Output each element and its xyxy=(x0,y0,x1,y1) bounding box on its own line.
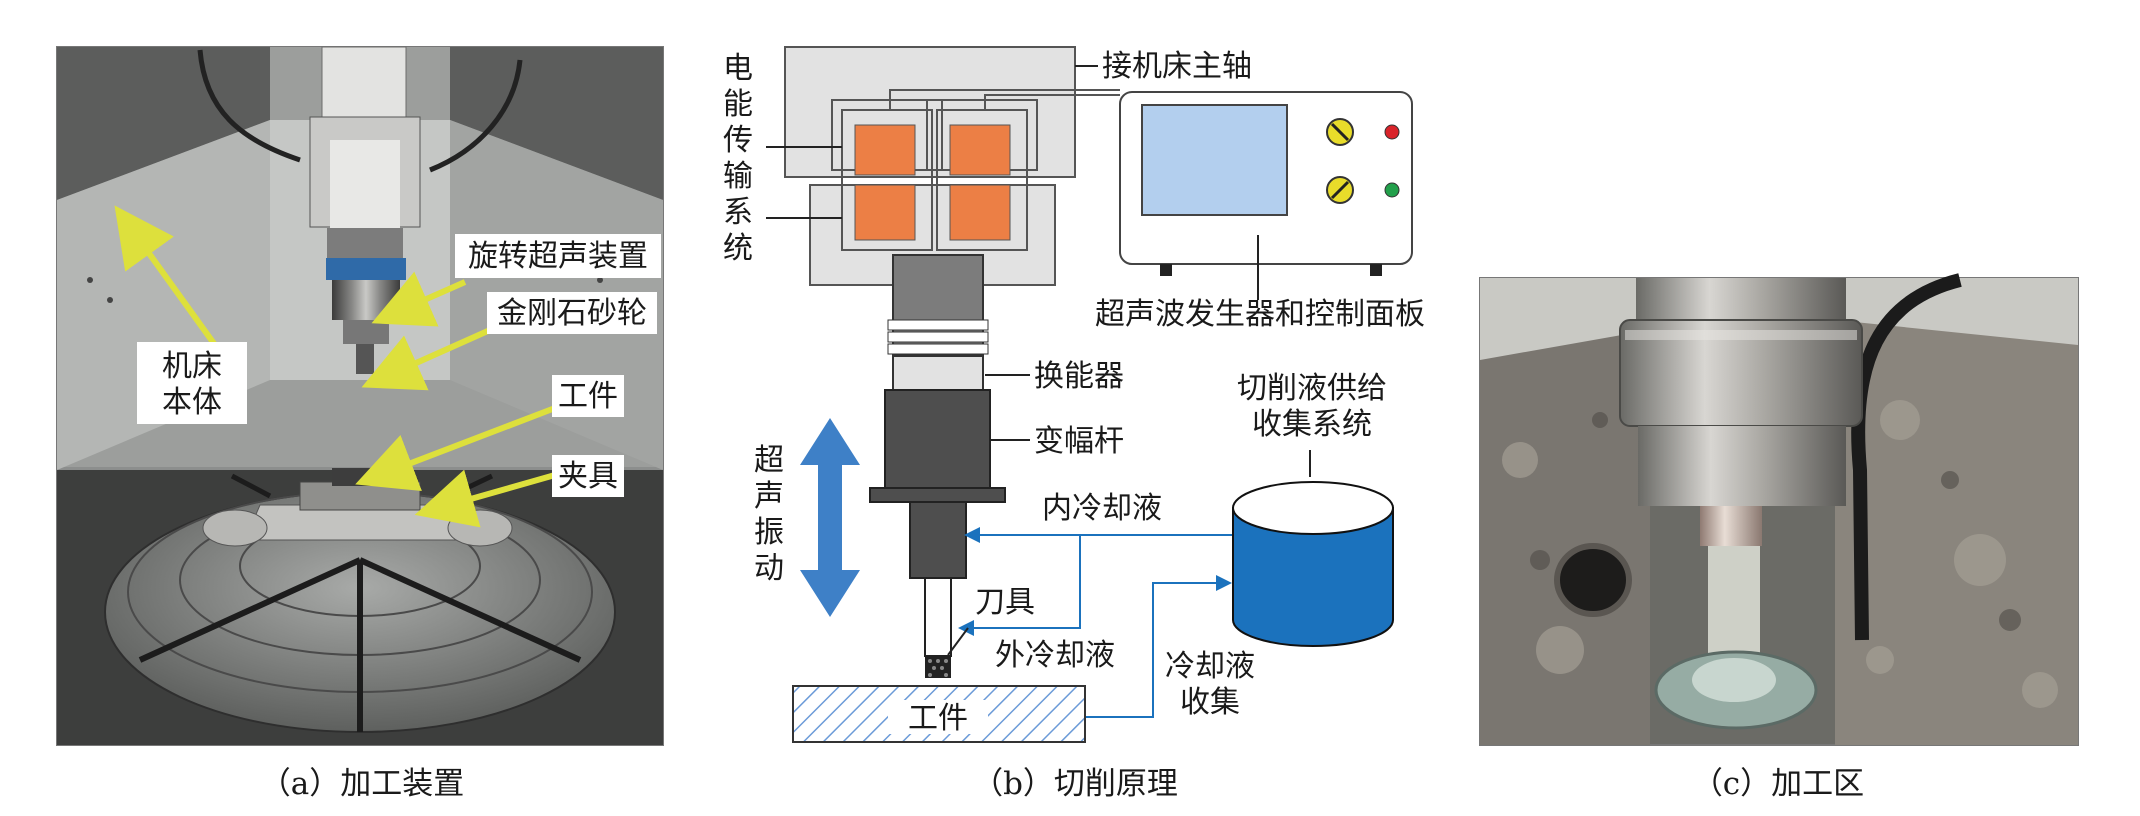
panel-c-photo xyxy=(1479,273,2079,746)
diamond-grinding-wheel-label: 金刚石砂轮 xyxy=(497,296,647,331)
tool-label: 刀具 xyxy=(975,585,1035,620)
red-indicator xyxy=(1384,124,1400,140)
horn-label: 变幅杆 xyxy=(1034,424,1124,459)
energy-transfer-char-6: 统 xyxy=(723,231,753,266)
panel-a-label-workpiece: 工件 xyxy=(552,375,624,417)
vibration-char-1: 超 xyxy=(754,443,784,478)
caption-a: （a）加工装置 xyxy=(260,766,464,802)
fixture-label: 夹具 xyxy=(558,459,618,494)
external-coolant-label: 外冷却液 xyxy=(995,638,1115,673)
transducer-rings xyxy=(887,319,989,355)
panel-b-labels: 电 能 传 输 系 统 接机床主轴 超声波发生器和控制面板 换能器 变幅杆 切削… xyxy=(723,49,1425,736)
arrow-workpiece xyxy=(355,405,557,492)
rotary-ultrasonic-device-label: 旋转超声装置 xyxy=(468,239,648,274)
green-indicator xyxy=(1384,182,1400,198)
caption-b: （b）切削原理 xyxy=(972,766,1178,802)
energy-transfer-char-3: 传 xyxy=(723,123,753,158)
machine-body-label-line2: 本体 xyxy=(162,385,222,420)
panel-b-schematic xyxy=(766,46,1413,743)
energy-coil-upper-right xyxy=(949,124,1011,176)
arrow-machine-body xyxy=(114,205,218,347)
arrow-rotary-device xyxy=(371,271,467,327)
energy-transfer-char-1: 电 xyxy=(723,51,753,86)
generator-screen xyxy=(1141,104,1288,216)
coolant-collection-label-line2: 收集 xyxy=(1180,685,1240,720)
arrow-fixture xyxy=(414,469,556,528)
vibration-char-4: 动 xyxy=(754,551,784,586)
energy-transfer-char-2: 能 xyxy=(723,87,753,122)
arrow-grinding-wheel xyxy=(361,327,492,391)
coolant-system-label-line2: 收集系统 xyxy=(1252,407,1372,442)
caption-c: （c）加工区 xyxy=(1692,766,1864,802)
machine-body-label-line1: 机床 xyxy=(162,349,222,384)
internal-coolant-label: 内冷却液 xyxy=(1042,491,1162,526)
panel-a-label-rotary-device: 旋转超声装置 xyxy=(455,234,661,278)
coolant-system-label-line1: 切削液供给 xyxy=(1237,371,1387,406)
energy-transfer-char-5: 系 xyxy=(723,195,753,230)
machine-spindle-label: 接机床主轴 xyxy=(1102,49,1252,84)
tool-shank xyxy=(924,577,952,657)
coolant-tank xyxy=(1232,507,1394,647)
coolant-collection-label-line1: 冷却液 xyxy=(1165,649,1255,684)
spindle-housing xyxy=(784,46,1076,178)
energy-coil-lower-left xyxy=(854,184,916,241)
vibration-char-3: 振 xyxy=(754,515,784,550)
workpiece-label-a: 工件 xyxy=(558,379,618,414)
transducer-label: 换能器 xyxy=(1034,359,1124,394)
generator-panel-label: 超声波发生器和控制面板 xyxy=(1095,297,1425,332)
panel-a-label-fixture: 夹具 xyxy=(552,455,624,497)
ultrasonic-vibration-arrow xyxy=(800,418,860,617)
panel-a-pointer-arrows xyxy=(114,205,557,528)
energy-coil-upper-left xyxy=(854,124,916,176)
vibration-char-2: 声 xyxy=(754,479,784,514)
external-coolant-arrow xyxy=(958,535,1081,636)
energy-transfer-char-4: 输 xyxy=(723,159,753,194)
coolant-collection-arrow xyxy=(1086,575,1232,718)
panel-a-label-grinding-wheel: 金刚石砂轮 xyxy=(487,292,657,334)
energy-coil-lower-right xyxy=(949,184,1011,241)
horn xyxy=(884,389,991,491)
workpiece-label-b: 工件 xyxy=(908,701,968,736)
panel-a-label-machine-body: 机床 本体 xyxy=(137,342,247,424)
